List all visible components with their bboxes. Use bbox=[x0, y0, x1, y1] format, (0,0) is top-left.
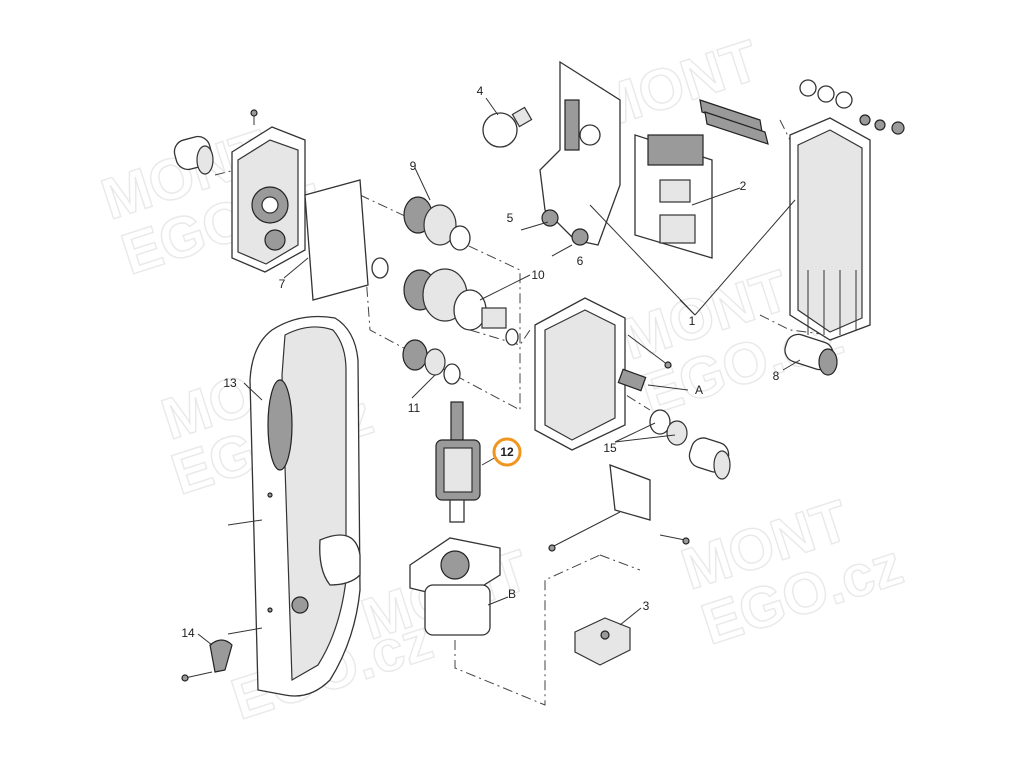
leader-lines bbox=[197, 97, 801, 646]
main-cover bbox=[227, 315, 361, 697]
callout-9: 9 bbox=[410, 159, 417, 173]
callout-5: 5 bbox=[507, 211, 514, 225]
gearbox-housing bbox=[173, 109, 369, 301]
callout-11: 11 bbox=[408, 401, 421, 415]
callout-2: 2 bbox=[740, 179, 747, 193]
roller-cylinder bbox=[784, 333, 838, 376]
callout-b: B bbox=[508, 587, 516, 601]
callout-4: 4 bbox=[477, 84, 484, 98]
back-plate bbox=[520, 60, 621, 257]
callout-7: 7 bbox=[279, 277, 286, 291]
callout-a: A bbox=[695, 383, 703, 397]
highlight-ring bbox=[492, 437, 522, 467]
gear-assembly bbox=[371, 196, 519, 385]
callout-15: 15 bbox=[603, 441, 617, 455]
callout-labels: 1 2 3 4 5 6 7 8 9 10 11 12 13 14 15 A B bbox=[181, 84, 779, 640]
callout-10: 10 bbox=[531, 268, 545, 282]
callout-3: 3 bbox=[643, 599, 650, 613]
callout-6: 6 bbox=[577, 254, 584, 268]
callout-1: 1 bbox=[689, 314, 696, 328]
lower-hardware bbox=[548, 464, 690, 552]
junction-box bbox=[574, 617, 631, 666]
control-board bbox=[634, 134, 713, 259]
lamp-bulb bbox=[482, 106, 533, 148]
bushing-set bbox=[649, 409, 731, 480]
motor-rotor bbox=[435, 401, 481, 523]
release-key bbox=[181, 639, 233, 682]
callout-8: 8 bbox=[773, 369, 780, 383]
callout-12: 12 bbox=[500, 445, 514, 459]
motor-frame bbox=[699, 79, 905, 341]
motor-housing bbox=[409, 537, 501, 636]
switch-bracket bbox=[534, 297, 672, 451]
callout-13: 13 bbox=[223, 376, 237, 390]
callout-14: 14 bbox=[181, 626, 195, 640]
